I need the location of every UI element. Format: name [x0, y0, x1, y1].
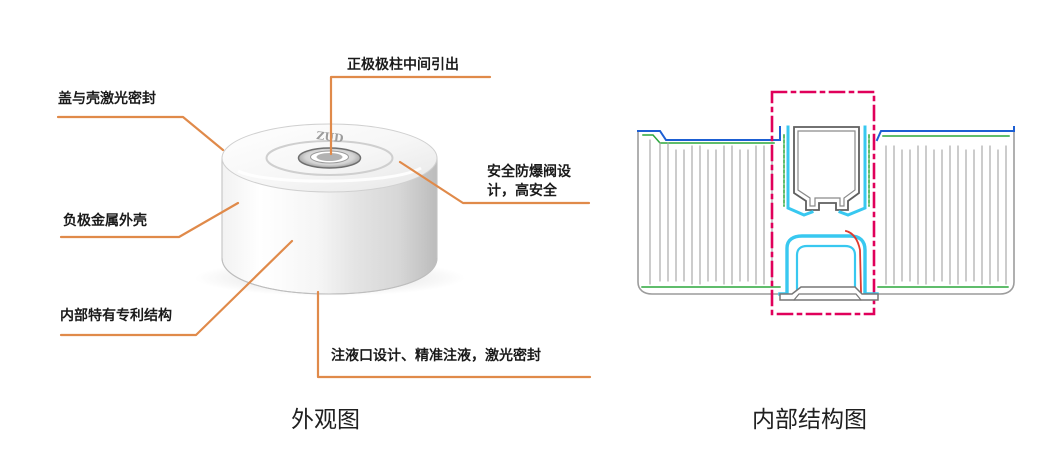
internal-structure-drawing: [637, 90, 1015, 316]
cap-highlight: [237, 166, 422, 183]
right-top-blue-edge: [875, 126, 1015, 142]
positive-terminal-outline: [793, 126, 860, 211]
left-electrode-windings: [649, 139, 773, 285]
leader-line-top-terminal: [329, 75, 492, 156]
red-dashed-highlight-box: [770, 90, 876, 316]
positive-terminal-core: [316, 153, 343, 161]
exterior-caption: 外观图: [291, 407, 360, 433]
cover-weld-label: 盖与壳激光密封: [58, 91, 156, 107]
cyan-insulation-right: [838, 125, 867, 217]
top-cap-ring: [265, 140, 394, 176]
safety-valve-label: 安全防爆阀设 计，高安全: [487, 164, 571, 199]
leader-line-internal-structure: [59, 239, 294, 337]
left-electrode-casing: [637, 130, 783, 295]
battery-exterior: ZUD: [195, 123, 465, 296]
cyan-insulation-left: [786, 125, 814, 217]
leader-line-negative-case: [59, 201, 240, 239]
bottom-inner-seal: [793, 293, 862, 301]
right-electrode-casing: [876, 130, 1015, 295]
red-tab-line: [844, 229, 862, 293]
cyan-collector-inner: [795, 244, 857, 292]
positive-terminal-inner-outline: [797, 130, 856, 207]
right-electrode-windings: [885, 145, 1007, 285]
left-top-green-edge: [642, 134, 775, 144]
interior-caption: 内部结构图: [752, 407, 867, 433]
battery-bottom-rim: [221, 257, 438, 295]
exterior-leader-lines: [56, 75, 592, 379]
internal-structure-label: 内部特有专利结构: [60, 308, 172, 324]
top-terminal-label: 正极极柱中间引出: [347, 57, 459, 73]
leader-line-safety-valve: [398, 160, 591, 205]
cyan-current-collector: [778, 234, 879, 296]
negative-case-label: 负极金属外壳: [63, 213, 147, 229]
left-top-blue-edge: [637, 126, 781, 141]
leader-line-cover-weld: [56, 115, 225, 152]
leader-line-liquid-injection: [316, 290, 592, 379]
liquid-injection-label: 注液口设计、精准注液，激光密封: [331, 348, 541, 364]
